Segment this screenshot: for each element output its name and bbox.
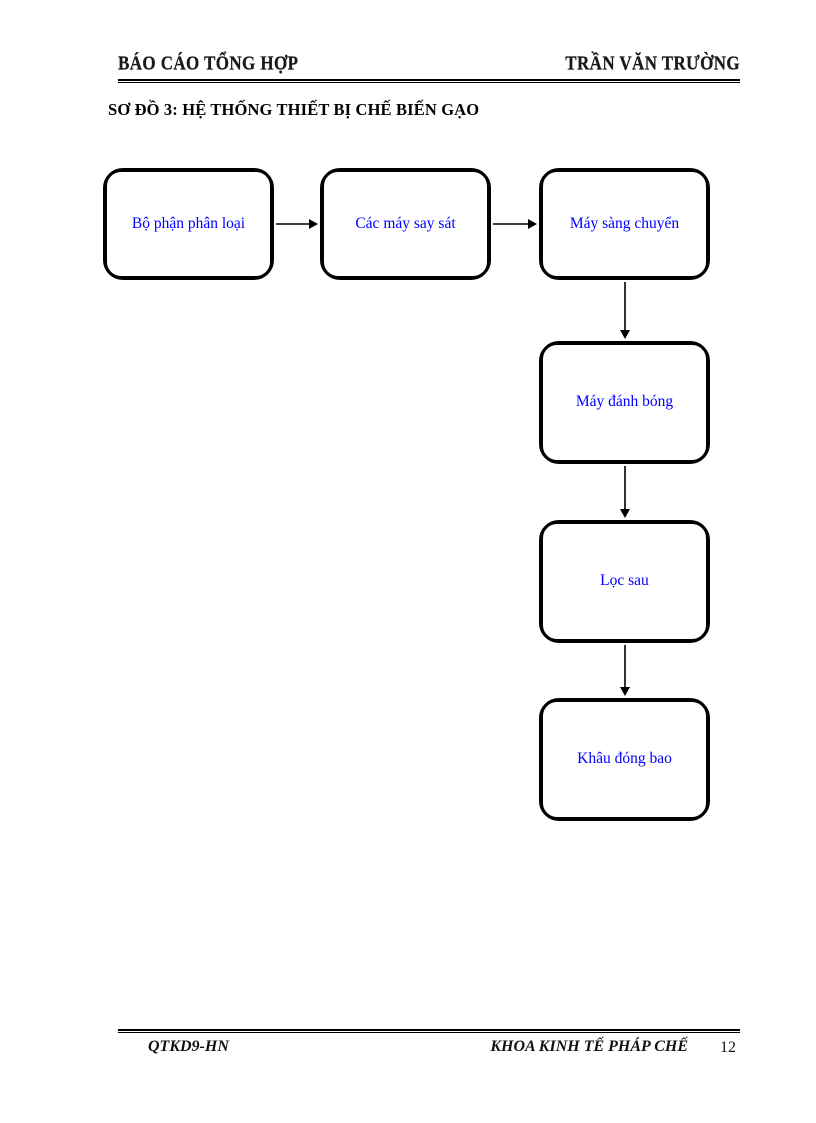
footer-center-text: KHOA KINH TẾ PHÁP CHẾ <box>490 1038 688 1055</box>
flow-node-may-say-sat: Các máy say sát <box>320 168 491 280</box>
page-footer: QTKD9-HN KHOA KINH TẾ PHÁP CHẾ 12 <box>118 1038 740 1064</box>
flow-arrow-down <box>615 456 635 528</box>
flow-node-loc-sau: Lọc sau <box>539 520 710 643</box>
page-title: SƠ ĐỒ 3: HỆ THỐNG THIẾT BỊ CHẾ BIẾN GẠO <box>108 100 480 119</box>
flow-arrow-right <box>266 214 328 234</box>
flow-arrow-down <box>615 272 635 349</box>
flow-node-label: Khâu đóng bao <box>577 750 672 768</box>
page-header: BÁO CÁO TỔNG HỢP TRẦN VĂN TRƯỜNG <box>118 52 740 82</box>
footer-left-text: QTKD9-HN <box>148 1038 229 1055</box>
flow-node-phan-loai: Bộ phận phân loại <box>103 168 274 280</box>
flow-node-may-sang-chuyen: Máy sàng chuyển <box>539 168 710 280</box>
header-left-text: BÁO CÁO TỔNG HỢP <box>118 52 299 75</box>
footer-divider <box>118 1029 740 1033</box>
flow-node-khau-dong-bao: Khâu đóng bao <box>539 698 710 821</box>
page-number: 12 <box>720 1039 736 1056</box>
header-right-text: TRẦN VĂN TRƯỜNG <box>565 52 740 75</box>
flow-arrow-down <box>615 635 635 706</box>
flow-node-label: Lọc sau <box>600 572 649 590</box>
flow-node-may-danh-bong: Máy đánh bóng <box>539 341 710 464</box>
flow-arrow-right <box>483 214 547 234</box>
flow-node-label: Máy đánh bóng <box>575 393 674 411</box>
flow-node-label: Máy sàng chuyển <box>569 214 680 232</box>
flow-node-label: Bộ phận phân loại <box>131 214 246 232</box>
header-divider <box>118 79 740 83</box>
flow-node-label: Các máy say sát <box>355 214 456 232</box>
